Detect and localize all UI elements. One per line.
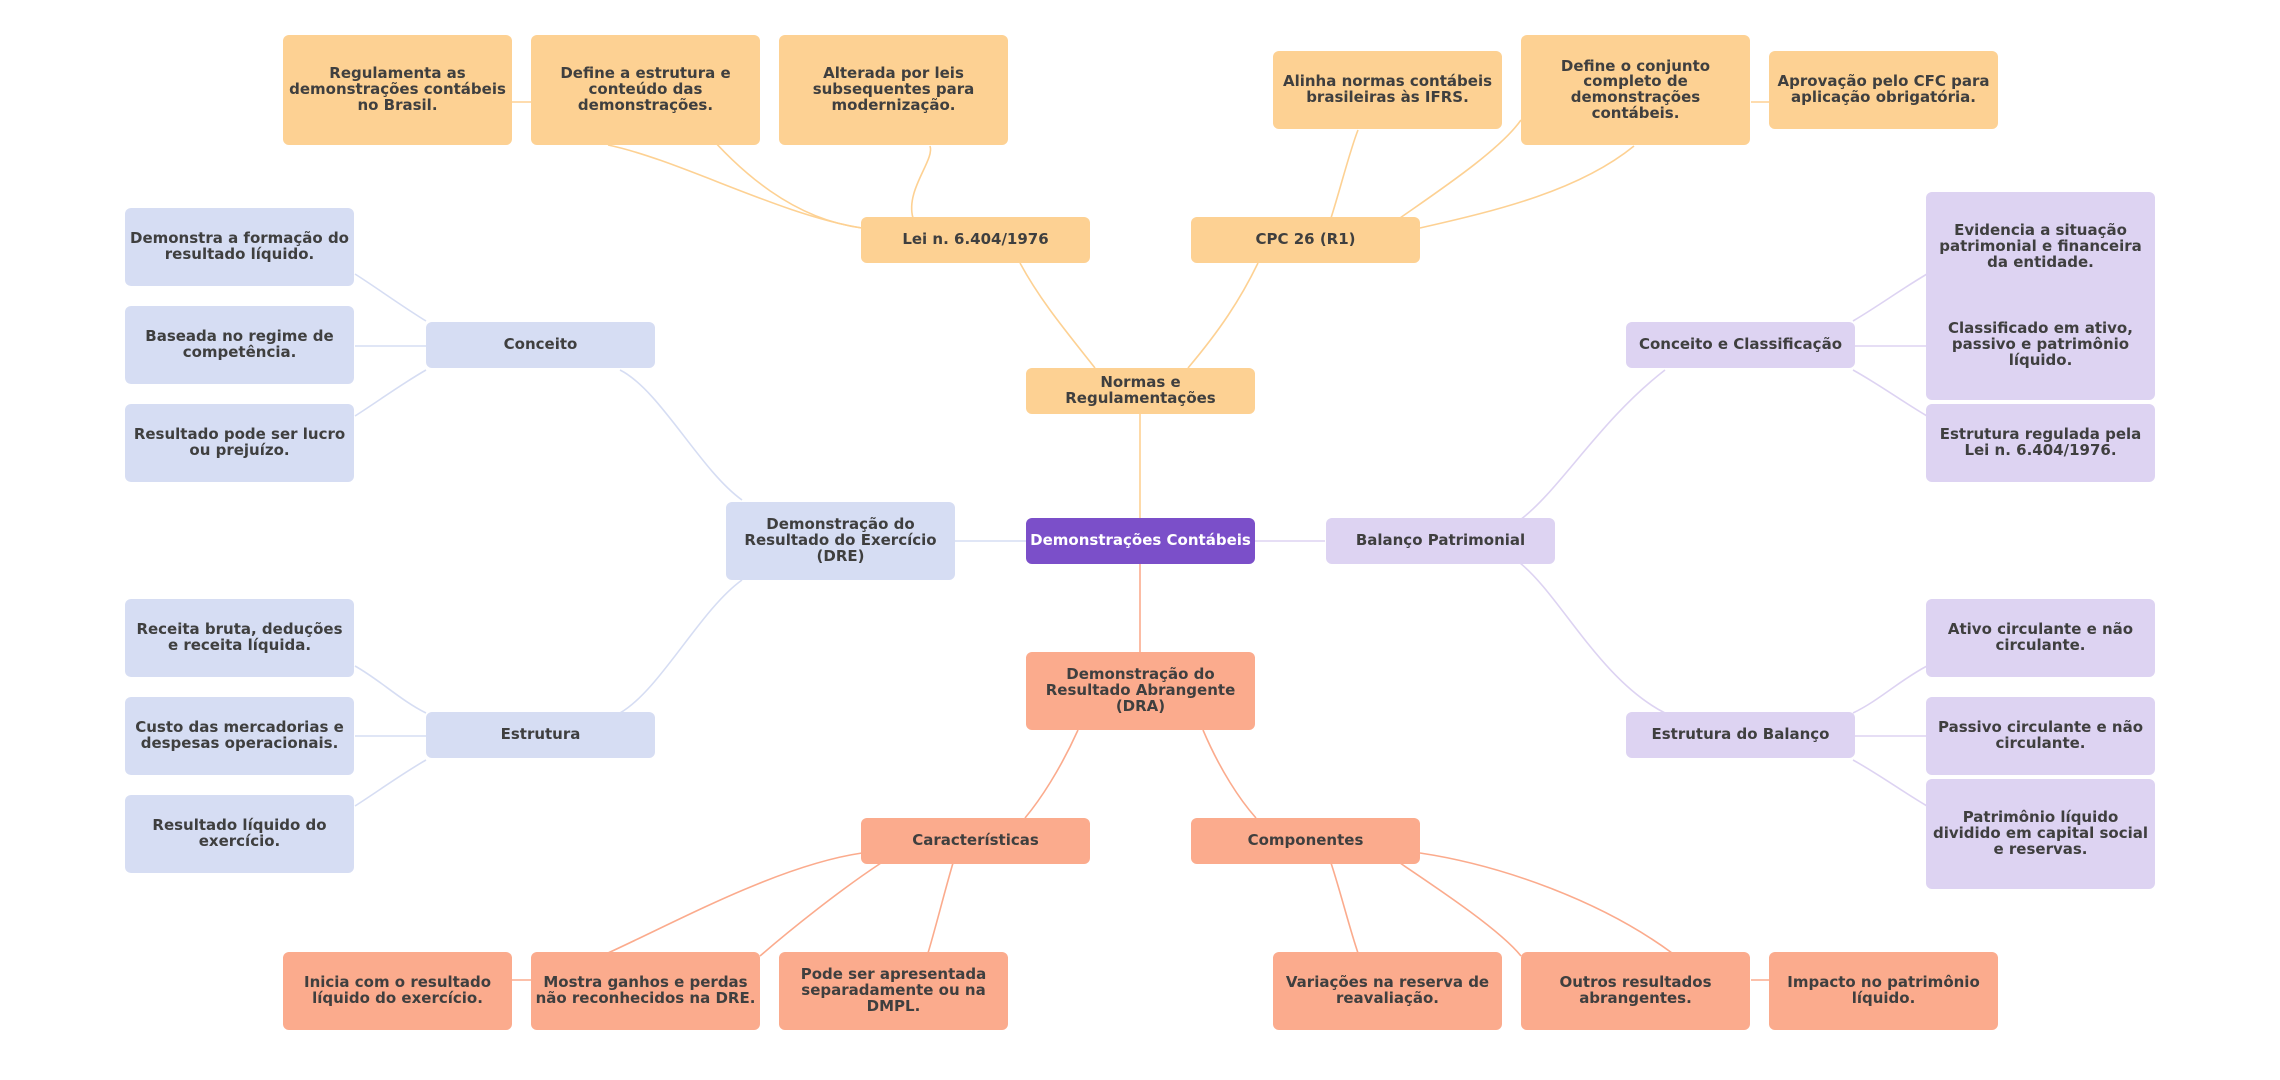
cpc-item-2[interactable]: Define o conjunto completo de demonstraç…	[1521, 35, 1750, 145]
balanco-estrutura-node[interactable]: Estrutura do Balanço	[1626, 712, 1855, 758]
link-dra-componentes	[1202, 729, 1257, 819]
balanco-conceito-item-1[interactable]: Evidencia a situação patrimonial e finan…	[1926, 192, 2155, 302]
normas-node[interactable]: Normas e Regulamentações	[1026, 368, 1255, 414]
link-bconceito-item1	[1852, 273, 1928, 322]
link-dre-conceito	[619, 369, 743, 501]
lei-item-1[interactable]: Regulamenta as demonstrações contábeis n…	[283, 35, 512, 145]
dra-comp-item-1[interactable]: Variações na reserva de reavaliação.	[1273, 952, 1502, 1030]
dra-comp-item-2[interactable]: Outros resultados abrangentes.	[1521, 952, 1750, 1030]
balanco-conceito-item-2[interactable]: Classificado em ativo, passivo e patrimô…	[1926, 290, 2155, 400]
dre-estrutura-item-2[interactable]: Custo das mercadorias e despesas operaci…	[125, 697, 354, 775]
link-lei-item1b	[607, 144, 863, 229]
dra-node[interactable]: Demonstração do Resultado Abrangente (DR…	[1026, 652, 1255, 730]
link-estrutura-item3	[354, 759, 427, 807]
dra-comp-item-3[interactable]: Impacto no patrimônio líquido.	[1769, 952, 1998, 1030]
dra-carac-item-3[interactable]: Pode ser apresentada separadamente ou na…	[779, 952, 1008, 1030]
link-dra-caracteristicas	[1024, 729, 1079, 819]
link-lei-item3	[910, 145, 932, 219]
link-dre-estrutura	[619, 579, 743, 714]
link-comp-item1	[1330, 862, 1359, 954]
link-cpc-item2	[1399, 119, 1522, 219]
link-bestrutura-item3	[1852, 759, 1928, 807]
link-bestrutura-item1	[1852, 665, 1928, 714]
balanco-conceito-item-3[interactable]: Estrutura regulada pela Lei n. 6.404/197…	[1926, 404, 2155, 482]
link-carac-item1b	[607, 852, 863, 954]
link-carac-item2	[759, 862, 882, 957]
link-comp-item2	[1399, 862, 1522, 957]
link-conceito-item3	[354, 369, 427, 417]
dre-estrutura-node[interactable]: Estrutura	[426, 712, 655, 758]
lei-node[interactable]: Lei n. 6.404/1976	[861, 217, 1090, 263]
link-balanco-estrutura	[1519, 562, 1666, 714]
dra-caracteristicas-node[interactable]: Características	[861, 818, 1090, 864]
lei-item-2[interactable]: Define a estrutura e conteúdo das demons…	[531, 35, 760, 145]
cpc-item-1[interactable]: Alinha normas contábeis brasileiras às I…	[1273, 51, 1502, 129]
link-bconceito-item3	[1852, 369, 1928, 417]
link-cpc-item3	[1419, 145, 1635, 229]
cpc-item-3[interactable]: Aprovação pelo CFC para aplicação obriga…	[1769, 51, 1998, 129]
dre-estrutura-item-3[interactable]: Resultado líquido do exercício.	[125, 795, 354, 873]
balanco-estrutura-item-2[interactable]: Passivo circulante e não circulante.	[1926, 697, 2155, 775]
link-comp-item3	[1419, 852, 1673, 954]
dre-conceito-item-3[interactable]: Resultado pode ser lucro ou prejuízo.	[125, 404, 354, 482]
balanco-estrutura-item-3[interactable]: Patrimônio líquido dividido em capital s…	[1926, 779, 2155, 889]
balanco-node[interactable]: Balanço Patrimonial	[1326, 518, 1555, 564]
dre-conceito-node[interactable]: Conceito	[426, 322, 655, 368]
balanco-conceito-node[interactable]: Conceito e Classificação	[1626, 322, 1855, 368]
dra-componentes-node[interactable]: Componentes	[1191, 818, 1420, 864]
cpc-node[interactable]: CPC 26 (R1)	[1191, 217, 1420, 263]
dre-conceito-item-1[interactable]: Demonstra a formação do resultado líquid…	[125, 208, 354, 286]
link-normas-cpc	[1187, 262, 1259, 369]
link-cpc-item1	[1330, 129, 1359, 219]
balanco-estrutura-item-1[interactable]: Ativo circulante e não circulante.	[1926, 599, 2155, 677]
dre-conceito-item-2[interactable]: Baseada no regime de competência.	[125, 306, 354, 384]
dra-carac-item-1[interactable]: Inicia com o resultado líquido do exercí…	[283, 952, 512, 1030]
link-normas-lei	[1019, 262, 1096, 369]
dre-estrutura-item-1[interactable]: Receita bruta, deduções e receita líquid…	[125, 599, 354, 677]
lei-item-3[interactable]: Alterada por leis subsequentes para mode…	[779, 35, 1008, 145]
link-estrutura-item1	[354, 665, 427, 714]
link-carac-item3	[927, 862, 954, 954]
dra-carac-item-2[interactable]: Mostra ganhos e perdas não reconhecidos …	[531, 952, 760, 1030]
dre-node[interactable]: Demonstração do Resultado do Exercício (…	[726, 502, 955, 580]
root-node[interactable]: Demonstrações Contábeis	[1026, 518, 1255, 564]
link-balanco-conceito	[1519, 369, 1666, 521]
link-conceito-item1	[354, 273, 427, 322]
